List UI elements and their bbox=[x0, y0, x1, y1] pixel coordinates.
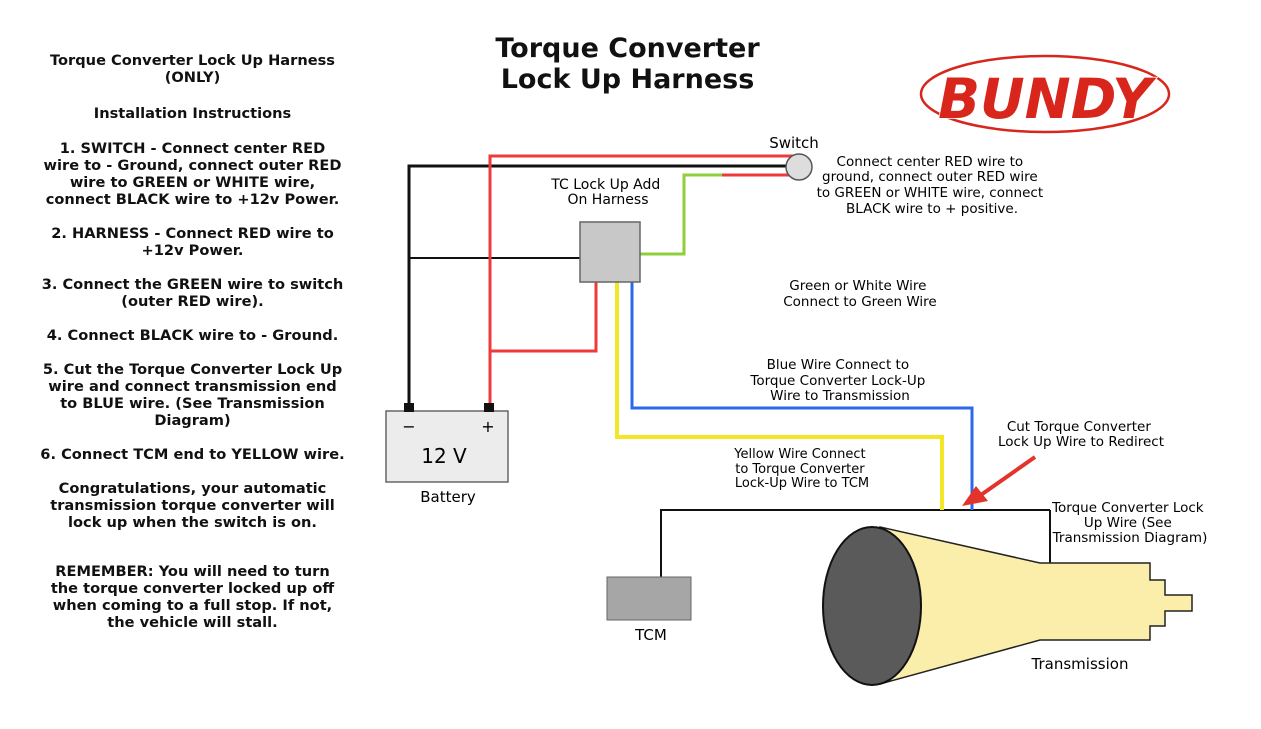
switch-icon bbox=[785, 153, 813, 181]
instructions-heading: Torque Converter Lock Up Harness bbox=[50, 52, 335, 69]
instructions-panel: Torque Converter Lock Up Harness (ONLY) … bbox=[40, 52, 345, 631]
logo-text: BUNDY bbox=[938, 67, 1157, 131]
battery-negative-terminal bbox=[404, 403, 414, 412]
blue-wire-label: Blue Wire Connect to Torque Converter Lo… bbox=[749, 357, 929, 404]
instruction-step-6: 6. Connect TCM end to YELLOW wire. bbox=[40, 446, 345, 463]
tc-wire-label: Torque Converter Lock Up Wire (See Trans… bbox=[1051, 500, 1208, 546]
diagram-title: Torque Converter Lock Up Harness bbox=[470, 33, 785, 95]
black-wire-switch bbox=[407, 164, 798, 412]
yellow-wire bbox=[615, 281, 944, 510]
instruction-step-5: 5. Cut the Torque Converter Lock Up wire… bbox=[42, 361, 343, 429]
bundy-logo: BUNDY bbox=[919, 54, 1171, 134]
battery-voltage: 12 V bbox=[421, 444, 467, 468]
transmission-label: Transmission bbox=[1031, 655, 1129, 673]
switch-label: Switch bbox=[769, 134, 819, 152]
logo-swoosh bbox=[919, 54, 1171, 134]
remember-note: REMEMBER: You will need to turn the torq… bbox=[50, 563, 335, 631]
harness-box bbox=[579, 221, 641, 283]
battery-body bbox=[385, 410, 509, 483]
title-line-2: Lock Up Harness bbox=[500, 64, 755, 95]
tcm-label: TCM bbox=[634, 626, 667, 644]
switch-note: Connect center RED wire to ground, conne… bbox=[817, 154, 1048, 217]
tc-lockup-wire bbox=[660, 509, 1050, 577]
cut-wire-label: Cut Torque Converter Lock Up Wire to Red… bbox=[998, 419, 1164, 450]
battery-plus-sign: + bbox=[481, 417, 494, 436]
green-wire-label: Green or White Wire Connect to Green Wir… bbox=[783, 278, 937, 310]
black-wires bbox=[407, 164, 1051, 577]
transmission-body bbox=[879, 526, 1193, 685]
battery-positive-terminal bbox=[484, 403, 494, 412]
red-wire-harness-power bbox=[490, 281, 598, 353]
instruction-step-2: 2. HARNESS - Connect RED wire to +12v Po… bbox=[51, 225, 334, 259]
title-line-1: Torque Converter bbox=[495, 33, 760, 64]
congratulations-text: Congratulations, your automatic transmis… bbox=[50, 480, 335, 531]
transmission-bell-face bbox=[822, 526, 922, 686]
red-wire-switch-center bbox=[488, 154, 798, 403]
instructions-heading-only: (ONLY) bbox=[164, 69, 221, 86]
green-wire bbox=[640, 173, 722, 256]
instruction-step-4: 4. Connect BLACK wire to - Ground. bbox=[46, 327, 339, 344]
transmission: Transmission bbox=[822, 526, 1193, 686]
battery-label: Battery bbox=[420, 488, 476, 506]
red-wires bbox=[488, 154, 798, 403]
battery: − + 12 V Battery bbox=[385, 403, 509, 506]
blue-wire bbox=[630, 281, 974, 510]
instruction-step-3: 3. Connect the GREEN wire to switch (out… bbox=[41, 276, 344, 310]
cut-arrow-icon bbox=[962, 455, 1037, 506]
harness-label: TC Lock Up Add On Harness bbox=[550, 177, 664, 208]
instruction-step-1: 1. SWITCH - Connect center RED wire to -… bbox=[43, 140, 342, 208]
tcm-box bbox=[606, 576, 692, 621]
battery-minus-sign: − bbox=[402, 417, 415, 436]
instructions-subheading: Installation Instructions bbox=[93, 105, 292, 122]
yellow-wire-label: Yellow Wire Connect to Torque Converter … bbox=[733, 447, 869, 491]
